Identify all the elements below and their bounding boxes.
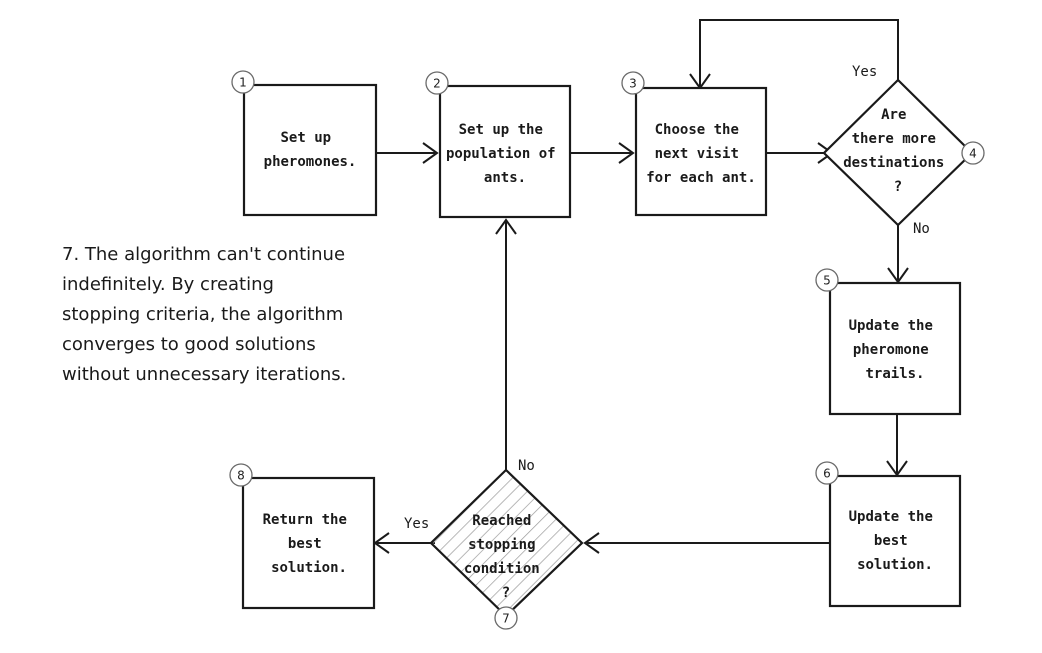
node-2-label: Set up the population of ants.: [446, 122, 564, 186]
node-6-label: Update the best solution.: [849, 509, 942, 573]
node-8-box: [241, 476, 376, 610]
edge-3-to-4: [766, 142, 834, 164]
node-2-number-badge: [425, 71, 449, 95]
edge-7-no-to-2: [495, 218, 517, 470]
edge-label-no-right: No: [913, 221, 930, 237]
node-5-number-badge: [815, 268, 839, 292]
node-2: Set up the population of ants. 2: [425, 71, 572, 219]
note-line: without unnecessary iterations.: [62, 364, 347, 385]
node-4: Are there more destinations ? 4: [822, 78, 985, 227]
node-8-number: 8: [237, 469, 245, 483]
node-8-number-badge: [229, 463, 253, 487]
node-3-number-badge: [621, 71, 645, 95]
node-5-label: Update the pheromone trails.: [849, 318, 942, 382]
node-7-number-badge: [494, 606, 518, 630]
node-1-number-badge: [231, 70, 255, 94]
edge-4-no-to-5: [887, 225, 909, 284]
node-6: Update the best solution. 6: [815, 461, 962, 608]
edge-1-to-2: [375, 142, 439, 164]
node-8-label: Return the best solution.: [263, 512, 356, 576]
node-3: Choose the next visit for each ant. 3: [621, 71, 768, 217]
node-4-number: 4: [969, 147, 977, 161]
node-4-label: Are there more destinations ?: [843, 107, 953, 195]
node-2-box: [438, 84, 572, 219]
node-5: Update the pheromone trails. 5: [815, 268, 962, 416]
edge-label-yes-left: Yes: [404, 516, 429, 532]
node-7: Reached stopping condition ? 7: [429, 468, 584, 630]
node-4-number-badge: [961, 141, 985, 165]
node-6-number: 6: [823, 467, 831, 481]
node-2-number: 2: [433, 77, 441, 91]
edge-5-to-6: [886, 414, 908, 477]
node-3-box: [634, 86, 768, 217]
note-line: 7. The algorithm can't continue: [62, 244, 346, 265]
node-6-box: [828, 474, 962, 608]
node-3-label: Choose the next visit for each ant.: [646, 122, 756, 186]
edges: [373, 19, 909, 554]
node-1-label: Set up pheromones.: [264, 130, 357, 170]
node-7-number: 7: [502, 612, 510, 626]
node-6-number-badge: [815, 461, 839, 485]
node-1-number: 1: [239, 76, 247, 90]
edge-label-yes-top: Yes: [852, 64, 877, 80]
node-3-number: 3: [629, 77, 637, 91]
node-1-box: [242, 83, 378, 217]
node-4-diamond: [822, 78, 974, 227]
edge-6-to-7: [583, 532, 830, 554]
edge-7-yes-to-8: [373, 532, 435, 554]
node-7-label: Reached stopping condition ?: [464, 513, 548, 601]
node-5-box: [828, 281, 962, 416]
note-line: converges to good solutions: [62, 334, 316, 355]
node-1: Set up pheromones. 1: [231, 70, 378, 217]
edge-label-no-loop: No: [518, 458, 535, 474]
node-8: Return the best solution. 8: [229, 463, 376, 610]
stopping-criteria-note: 7. The algorithm can't continue indefini…: [62, 240, 407, 390]
note-line: indefinitely. By creating: [62, 274, 274, 295]
note-line: stopping criteria, the algorithm: [62, 304, 344, 325]
node-5-number: 5: [823, 274, 831, 288]
edge-2-to-3: [568, 142, 635, 164]
